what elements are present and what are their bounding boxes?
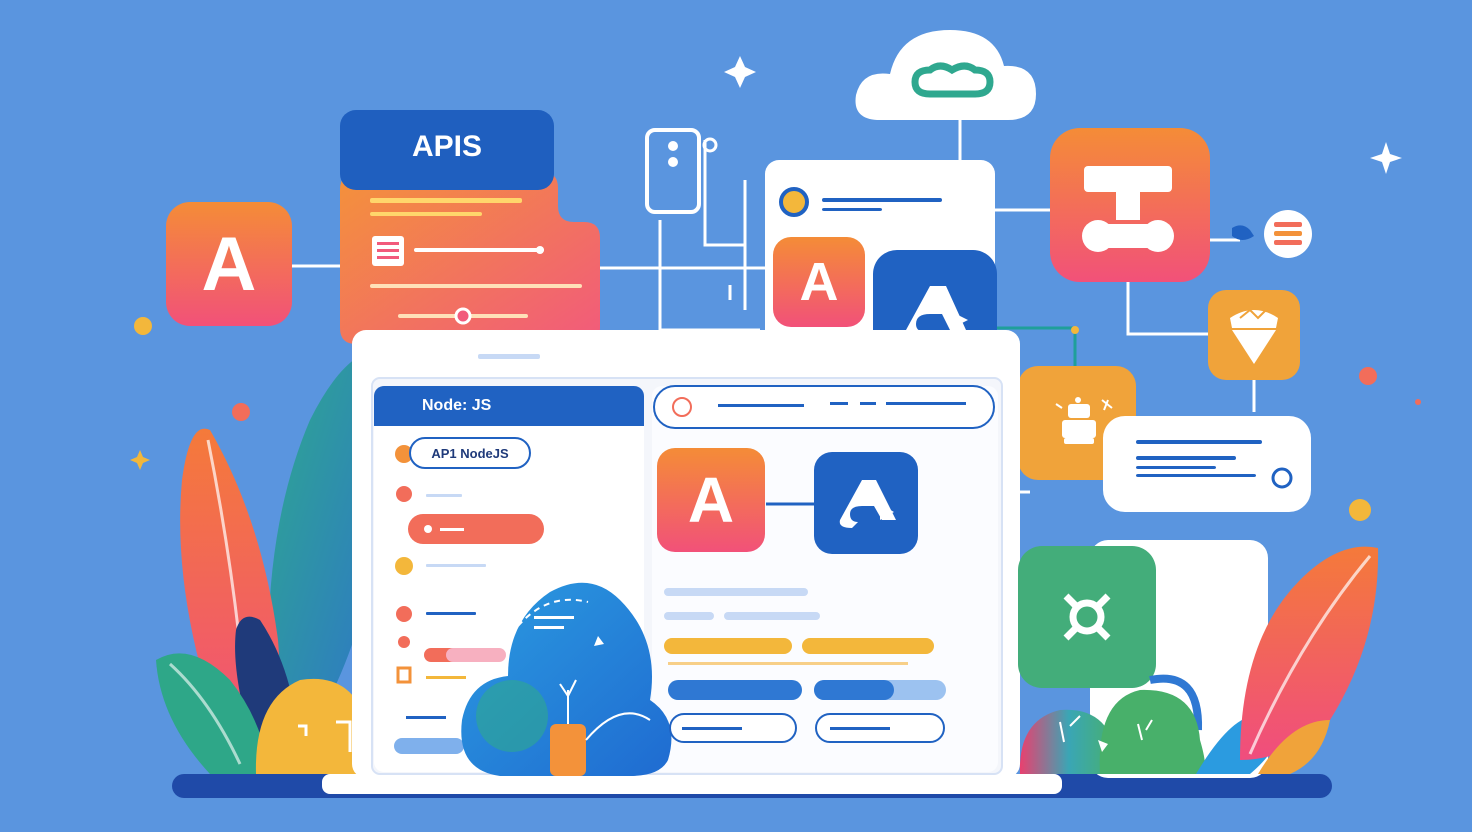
decor-bracket [298,720,352,752]
tile-network [1018,546,1156,688]
nodejs-panel-title: Node: JS [374,386,644,426]
letter-tile-left-a-label: A [201,221,257,307]
sparkle-icon [130,450,150,470]
decor-dot [1415,399,1421,405]
content-bars [664,588,946,700]
cloud-blob [461,582,672,776]
server-icon [645,128,718,214]
robot-icon [1055,397,1113,444]
stack-icon [1232,210,1312,258]
apis-tab: APIS [340,110,554,190]
cloud-icon [855,30,1036,120]
letter-tile-top-orange-label: A [799,252,839,312]
left-panel-list [394,437,544,754]
form-field-line [830,727,890,730]
stylized-a-icon [905,286,968,338]
right-plants [1019,546,1379,774]
decor-dot [134,317,152,335]
nodejs-pill-label[interactable]: AP1 NodeJS [431,445,509,461]
stylized-a-icon [839,480,896,528]
form-field-line [682,727,742,730]
api-card [340,172,600,344]
letter-tile-screen-orange-label: A [687,464,735,536]
decor-dot [232,403,250,421]
right-info-card [1103,416,1311,512]
laptop-base-highlight [322,774,1062,794]
letter-tile-top-orange [773,237,865,327]
letter-tile-screen-orange [657,448,765,552]
search-bar[interactable] [653,385,995,429]
sparkle-icon [724,56,1402,174]
connector-dot [1071,326,1079,334]
diamond-icon [1230,308,1278,364]
network-icon [1063,593,1111,641]
decor-dot [1349,499,1371,521]
t-shape-icon [1082,166,1174,252]
letter-tile-left-a [166,202,292,326]
decor-dot [1359,367,1377,385]
decor-ring [1149,674,1203,731]
